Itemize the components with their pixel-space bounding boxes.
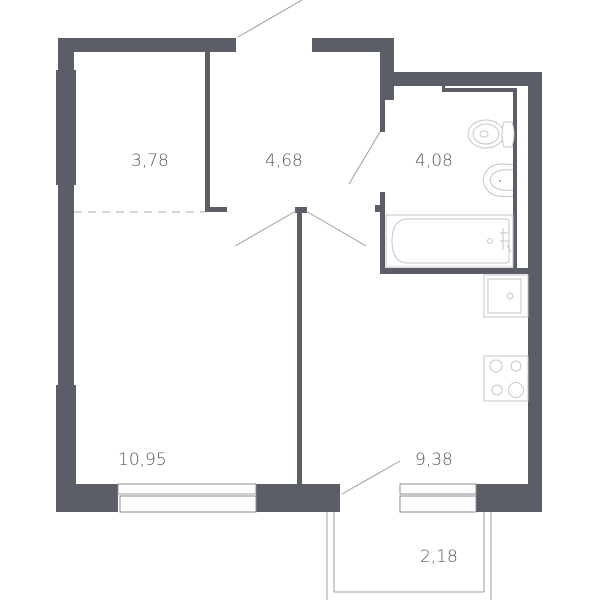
wall-left-thick-lower xyxy=(56,385,76,512)
wall-right xyxy=(528,72,542,512)
kitchen-door[interactable] xyxy=(305,210,367,247)
wall-bottom-right xyxy=(476,484,542,512)
burner-1 xyxy=(489,359,503,373)
wall-bathroom-inner-top-stub xyxy=(442,86,445,92)
burner-3 xyxy=(491,384,503,396)
wall-bottom-middle xyxy=(256,484,340,512)
room-area-bedroom: 10,95 xyxy=(118,450,167,470)
wall-storage-partition xyxy=(205,52,210,212)
bedroom-window-inner xyxy=(119,495,257,513)
bathtub xyxy=(385,214,514,268)
burner-2 xyxy=(510,360,522,372)
cooktop xyxy=(483,355,529,402)
toilet-seat-hole xyxy=(479,130,489,138)
bathroom-door[interactable] xyxy=(348,131,381,185)
room-area-storage: 3,78 xyxy=(131,151,169,171)
bathtub-drain xyxy=(487,238,493,244)
bedroom-window-outer xyxy=(117,483,257,495)
room-labels: 3,78 4,68 4,08 10,95 9,38 2,18 xyxy=(118,151,458,567)
washbasin xyxy=(482,163,514,198)
kitchen-window-outer xyxy=(399,483,477,495)
cooktop-surface xyxy=(483,355,529,402)
windows xyxy=(117,483,477,513)
wall-bathroom-bottom xyxy=(380,268,528,274)
toilet-tank xyxy=(501,121,515,148)
bathtub-frame xyxy=(385,214,514,268)
entrance-door[interactable] xyxy=(237,0,303,38)
bathtub-basin xyxy=(391,218,510,264)
burner-4 xyxy=(508,382,524,398)
kitchen-sink xyxy=(483,274,529,318)
wall-bathroom-upper xyxy=(380,86,385,132)
wall-left-thick-upper xyxy=(56,70,76,185)
room-area-bathroom: 4,08 xyxy=(415,151,453,171)
room-area-hallway: 4,68 xyxy=(265,151,303,171)
kitchen-sink-drain xyxy=(506,292,514,300)
wall-top-middle xyxy=(312,38,394,52)
toilet-bowl-inner xyxy=(472,123,500,145)
wall-bathroom-stub xyxy=(375,205,381,212)
kitchen-sink-counter xyxy=(483,274,529,318)
wall-bathroom-lower xyxy=(380,192,385,274)
wall-top-right xyxy=(380,72,542,86)
balcony xyxy=(326,512,492,600)
bathtub-faucet xyxy=(500,228,512,253)
wall-storage-return xyxy=(205,207,227,212)
doors xyxy=(234,0,401,495)
wall-top-left xyxy=(58,38,236,52)
kitchen-sink-basin xyxy=(487,278,522,314)
bedroom-door[interactable] xyxy=(234,210,297,247)
washbasin-inner xyxy=(489,169,514,191)
exterior-walls xyxy=(56,38,542,512)
room-area-kitchen: 9,38 xyxy=(415,450,453,470)
wall-bedroom-kitchen xyxy=(297,207,302,484)
kitchen-window-inner xyxy=(399,495,477,513)
wall-bottom-left xyxy=(58,484,118,512)
wall-bathroom-inner-top xyxy=(442,88,517,92)
room-area-balcony: 2,18 xyxy=(420,547,458,567)
interior-walls xyxy=(205,52,528,484)
wall-bathroom-inner-right xyxy=(513,88,517,270)
washbasin-outer xyxy=(482,163,514,198)
washbasin-drain xyxy=(499,180,501,182)
balcony-door[interactable] xyxy=(341,460,401,495)
toilet xyxy=(467,119,515,149)
